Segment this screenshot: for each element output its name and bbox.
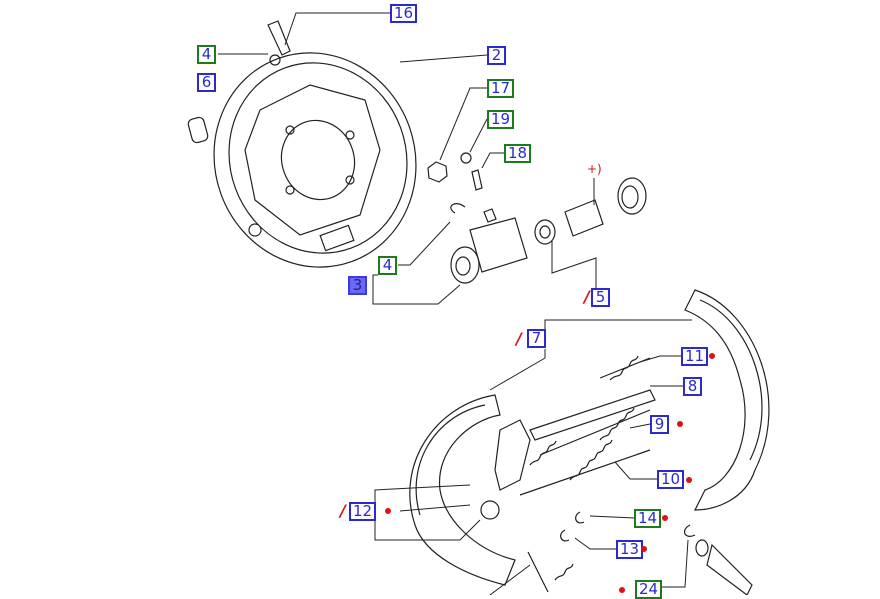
backing-plate <box>213 52 417 268</box>
callout-18[interactable]: 18 <box>504 144 532 163</box>
slash-marker-icon: / <box>340 501 346 520</box>
callout-13[interactable]: 13 <box>616 540 644 559</box>
red-dot-icon <box>662 515 668 521</box>
callout-8[interactable]: 8 <box>683 377 702 396</box>
red-dot-icon <box>677 421 683 427</box>
callout-24[interactable]: 24 <box>635 580 663 599</box>
brake-shoe-left <box>409 394 531 586</box>
red-dot-icon <box>686 477 692 483</box>
callout-19[interactable]: 19 <box>487 110 515 129</box>
brake-shoe-right <box>684 289 770 511</box>
note-mark: +) <box>587 162 602 176</box>
wheel-cylinder <box>450 203 528 284</box>
callout-9[interactable]: 9 <box>650 415 669 434</box>
red-dot-icon <box>641 546 647 552</box>
callout-11[interactable]: 11 <box>681 347 709 366</box>
callout-4-top[interactable]: 4 <box>197 45 216 64</box>
red-dot-icon <box>385 508 391 514</box>
callout-2[interactable]: 2 <box>487 46 506 65</box>
red-dot-icon <box>619 587 625 593</box>
callout-17[interactable]: 17 <box>487 79 515 98</box>
slash-marker-icon: / <box>584 287 590 306</box>
callout-5[interactable]: 5 <box>591 288 610 307</box>
callout-12[interactable]: 12 <box>349 502 377 521</box>
slash-marker-icon: / <box>516 329 522 348</box>
callout-16[interactable]: 16 <box>390 4 418 23</box>
red-dot-icon <box>709 353 715 359</box>
callout-14[interactable]: 14 <box>634 509 662 528</box>
callout-4-cylinder[interactable]: 4 <box>378 256 397 275</box>
callout-7[interactable]: 7 <box>527 329 546 348</box>
callout-6[interactable]: 6 <box>197 73 216 92</box>
callout-3-selected[interactable]: 3 <box>348 276 367 295</box>
callout-10[interactable]: 10 <box>657 470 685 489</box>
